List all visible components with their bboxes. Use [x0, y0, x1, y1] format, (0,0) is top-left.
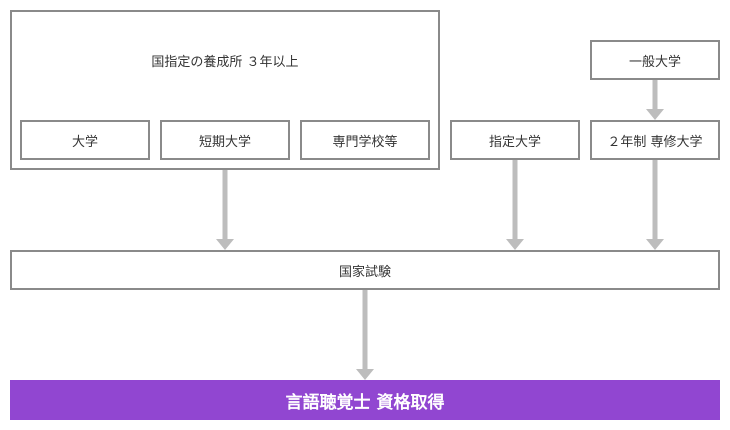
- arrow-designated-to-exam: [505, 160, 525, 250]
- arrow-general-to-two-year: [645, 80, 665, 120]
- university-label: 大学: [71, 134, 98, 150]
- arrow-school-to-exam: [215, 170, 235, 250]
- training-school-title: 国指定の養成所 ３年以上: [151, 54, 299, 70]
- national-exam-box: [10, 250, 720, 290]
- two-year-course-box: [590, 120, 720, 160]
- junior-college-box: [160, 120, 290, 160]
- vocational-school-label: 専門学校等: [332, 134, 398, 150]
- designated-university-label: 指定大学: [488, 134, 541, 150]
- national-exam-label: 国家試験: [338, 264, 391, 280]
- general-university-box: [590, 40, 720, 80]
- vocational-school-box: [300, 120, 430, 160]
- two-year-course-label: ２年制 専修大学: [607, 134, 703, 150]
- junior-college-label: 短期大学: [198, 134, 251, 150]
- arrow-two-year-to-exam: [645, 160, 665, 250]
- university-box: [20, 120, 150, 160]
- qualification-label: 言語聴覚士 資格取得: [285, 392, 445, 413]
- general-university-label: 一般大学: [628, 54, 681, 70]
- qualification-banner: 言語聴覚士 資格取得: [10, 380, 720, 420]
- designated-university-box: [450, 120, 580, 160]
- arrow-exam-to-result: [355, 290, 375, 380]
